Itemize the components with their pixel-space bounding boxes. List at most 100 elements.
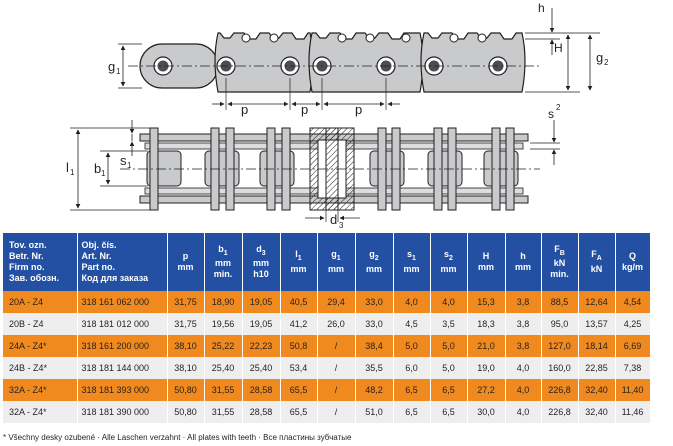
- symbol-subscript: 2: [449, 254, 453, 262]
- table-cell: 40,5: [280, 291, 318, 313]
- table-cell: 32,40: [578, 401, 616, 423]
- dimension-g2: g 2: [560, 32, 609, 91]
- table-header-row: Tov. ozn.Betr. Nr.Firm no.Зав. обозн.Obj…: [3, 233, 651, 291]
- table-cell: 11,40: [615, 379, 651, 401]
- symbol-subscript: 1: [297, 254, 302, 262]
- table-cell: 38,10: [167, 335, 205, 357]
- table-cell: 88,5: [541, 291, 579, 313]
- table-cell: 31,75: [167, 313, 205, 335]
- table-cell: 6,69: [615, 335, 651, 357]
- table-cell: 95,0: [541, 313, 579, 335]
- table-cell: /: [317, 335, 356, 357]
- table-cell: 28,58: [242, 379, 281, 401]
- table-cell: 19,0: [467, 357, 506, 379]
- label-l1-sub: 1: [70, 168, 75, 177]
- header-line: h: [520, 251, 526, 261]
- table-cell: 318 181 012 000: [77, 313, 168, 335]
- label-g2: g: [596, 50, 603, 65]
- column-symbol: g2: [359, 249, 390, 264]
- symbol-subscript: B: [559, 249, 565, 257]
- header-line: mm: [327, 263, 344, 274]
- column-symbol: g1: [321, 249, 352, 264]
- symbol-subscript: 1: [223, 249, 228, 257]
- toothed-plate-2: [308, 32, 424, 93]
- table-cell: 6,5: [393, 401, 431, 423]
- label-s2-sub: 2: [556, 103, 561, 112]
- table-cell: 20B - Z4: [3, 313, 78, 335]
- header-line: Betr. Nr.: [9, 251, 44, 261]
- symbol-main: b: [218, 243, 224, 254]
- table-cell: 5,0: [393, 335, 431, 357]
- table-cell: 318 181 390 000: [77, 401, 168, 423]
- table-cell: 50,80: [167, 401, 205, 423]
- column-symbol: FB: [545, 244, 575, 259]
- header-line: H: [482, 251, 490, 261]
- column-symbol: l1: [284, 249, 314, 264]
- table-cell: 33,0: [355, 291, 394, 313]
- table-cell: 3,5: [430, 313, 468, 335]
- table-cell: 6,5: [393, 379, 431, 401]
- table-cell: 5,0: [430, 357, 468, 379]
- table-cell: 32A - Z4*: [3, 401, 78, 423]
- symbol-subscript: 2: [374, 254, 379, 262]
- table-cell: 3,8: [505, 313, 542, 335]
- table-cell: 19,05: [242, 313, 281, 335]
- dimension-h: h: [525, 1, 560, 55]
- header-line: Q: [628, 251, 636, 261]
- table-cell: 4,0: [505, 357, 542, 379]
- symbol-subscript: 1: [336, 254, 341, 262]
- table-cell: 51,0: [355, 401, 394, 423]
- header-line: mm: [177, 262, 194, 272]
- label-g1: g: [108, 59, 115, 74]
- table-cell: 32,40: [578, 379, 616, 401]
- symbol-subscript: A: [596, 254, 602, 262]
- dimension-l1: l 1: [66, 127, 150, 211]
- table-cell: 160,0: [541, 357, 579, 379]
- table-cell: 26,0: [317, 313, 356, 335]
- table-cell: 226,8: [541, 379, 579, 401]
- table-cell: 31,55: [204, 401, 243, 423]
- header-line: Код для заказа: [81, 273, 149, 283]
- table-cell: 32A - Z4*: [3, 379, 78, 401]
- table-cell: /: [317, 401, 356, 423]
- header-line: mm: [440, 263, 457, 274]
- chain-side-view: g 1 h H g 2: [108, 1, 609, 117]
- table-cell: 33,0: [355, 313, 394, 335]
- label-s1: s: [120, 153, 127, 168]
- table-cell: 29,4: [317, 291, 356, 313]
- header-line: min.: [550, 269, 569, 280]
- table-cell: 30,0: [467, 401, 506, 423]
- table-cell: 19,56: [204, 313, 243, 335]
- table-cell: 22,85: [578, 357, 616, 379]
- label-pitch-1: p: [241, 102, 248, 117]
- table-cell: 318 181 144 000: [77, 357, 168, 379]
- column-symbol: FA: [582, 249, 612, 264]
- table-cell: 3,8: [505, 335, 542, 357]
- table-cell: /: [317, 357, 356, 379]
- symbol-main: g: [369, 249, 375, 260]
- header-line: mm: [403, 263, 420, 274]
- header-line: kN: [553, 258, 566, 269]
- chain-top-view: l 1 b 1 s 1 s 2: [66, 103, 561, 230]
- table-cell: 41,2: [280, 313, 318, 335]
- table-cell: 318 161 200 000: [77, 335, 168, 357]
- table-cell: 53,4: [280, 357, 318, 379]
- table-cell: 6,0: [393, 357, 431, 379]
- toothed-plate-3: [420, 32, 526, 93]
- table-cell: 21,0: [467, 335, 506, 357]
- label-g2-sub: 2: [604, 58, 609, 67]
- label-s2: s: [548, 107, 554, 121]
- label-pitch-3: p: [355, 102, 362, 117]
- symbol-main: s: [444, 249, 450, 260]
- label-s1-sub: 1: [127, 161, 132, 170]
- table-cell: 24B - Z4*: [3, 357, 78, 379]
- table-cell: 25,40: [242, 357, 281, 379]
- table-cell: 27,2: [467, 379, 506, 401]
